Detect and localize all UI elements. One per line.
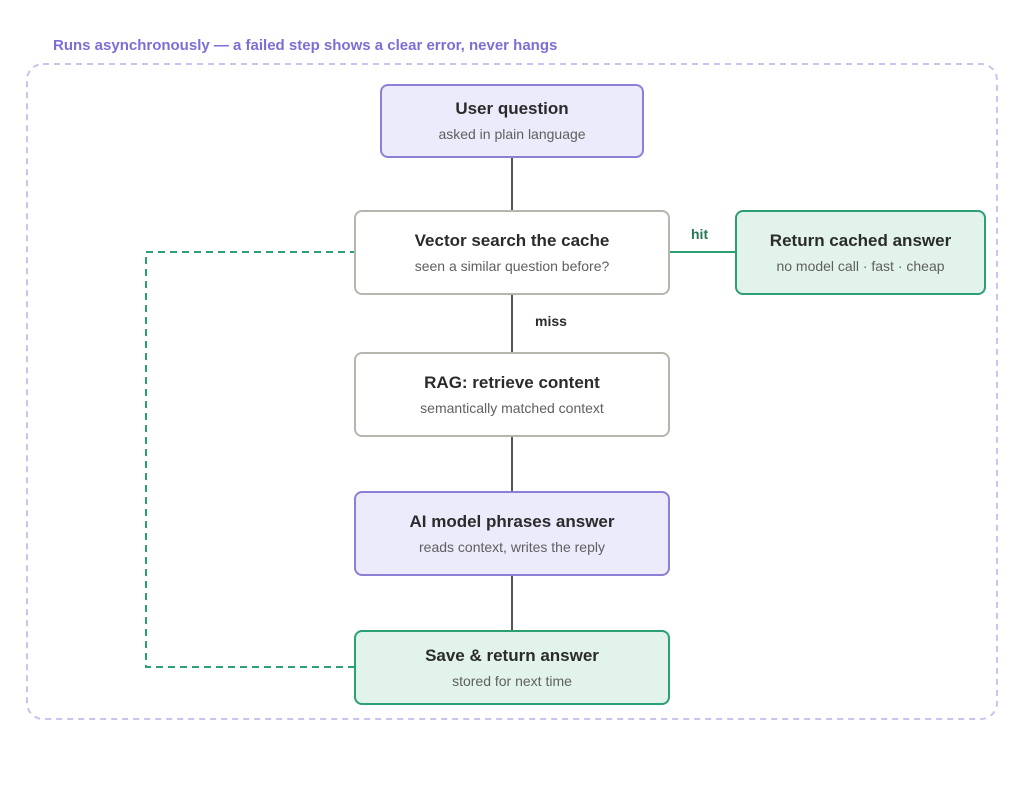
node-title: Save & return answer: [425, 645, 599, 665]
edge-label-miss: miss: [535, 313, 567, 329]
node-title: Vector search the cache: [414, 230, 610, 250]
node-title: User question: [455, 99, 569, 118]
node-save-return: Save & return answer stored for next tim…: [354, 630, 670, 705]
node-subtitle: semantically matched context: [420, 399, 604, 416]
node-user-question: User question asked in plain language: [380, 84, 644, 158]
node-subtitle: seen a similar question before?: [414, 257, 610, 274]
edge-save-to-cache-loop: [145, 251, 355, 668]
edge-label-hit: hit: [691, 226, 709, 242]
node-title: RAG: retrieve content: [424, 372, 600, 392]
node-subtitle: no model call · fast · cheap: [776, 257, 945, 274]
frame-title: Runs asynchronously — a failed step show…: [53, 37, 558, 54]
node-subtitle: stored for next time: [452, 672, 572, 689]
node-return-cached: Return cached answer no model call · fas…: [735, 210, 986, 295]
node-rag-retrieve: RAG: retrieve content semantically match…: [354, 352, 670, 437]
node-title: Return cached answer: [769, 230, 952, 250]
outer-frame: [26, 63, 998, 720]
node-subtitle: reads context, writes the reply: [419, 538, 605, 555]
node-vector-search: Vector search the cache seen a similar q…: [354, 210, 670, 295]
node-ai-model: AI model phrases answer reads context, w…: [354, 491, 670, 576]
node-subtitle: asked in plain language: [438, 126, 586, 142]
node-title: AI model phrases answer: [409, 511, 615, 531]
